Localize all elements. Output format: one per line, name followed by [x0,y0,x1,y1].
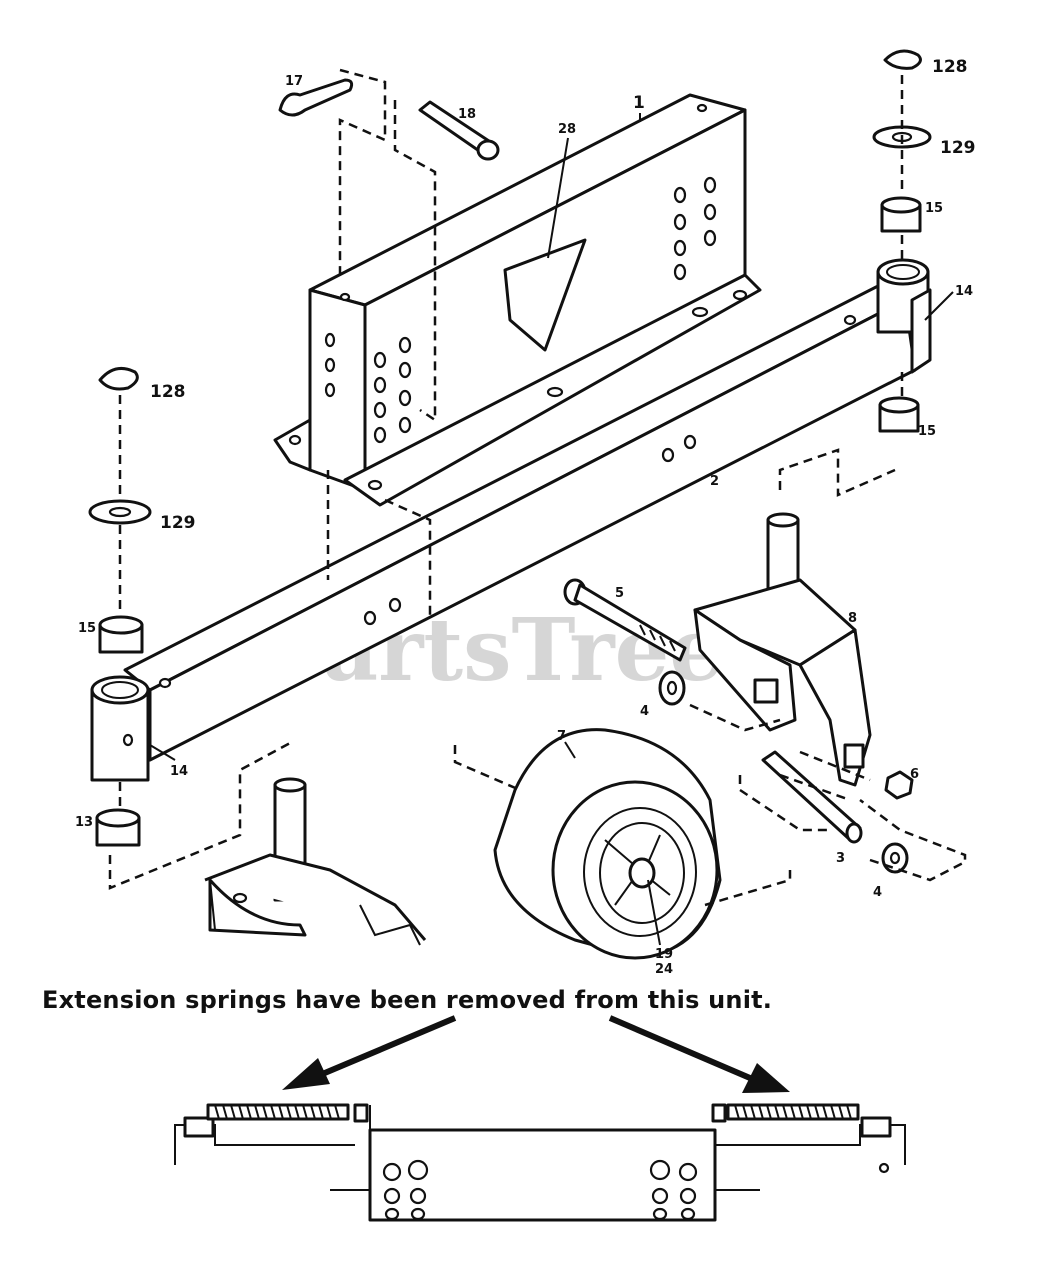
callout-15-left: 15 [78,621,96,636]
right-hardware-stack [872,49,932,433]
callout-4-lower: 4 [873,885,882,900]
bracket-holes [288,103,748,491]
callout-3: 3 [836,851,845,866]
callout-19: 19 [655,947,673,962]
hitch-pin [278,68,500,423]
left-caster-partial [204,777,427,946]
left-pivot-tube [90,675,150,782]
callout-8: 8 [848,611,857,626]
callout-15-right-top: 15 [925,201,943,216]
caster-fork [693,512,872,787]
callout-18: 18 [458,107,476,122]
callout-6: 6 [910,767,919,782]
callout-24: 24 [655,962,673,977]
callout-5: 5 [615,586,624,601]
caster-wheel [453,728,967,960]
caster-bolt [563,578,914,874]
callout-4-upper: 4 [640,704,649,719]
callout-129-left: 129 [160,513,196,533]
callout-15-right-bottom: 15 [918,424,936,439]
callout-14-right: 14 [955,284,973,299]
callout-14-left: 14 [170,764,188,779]
callout-129-right: 129 [940,138,976,158]
assembly-guides [326,448,896,615]
callout-28: 28 [558,122,576,137]
note-arrows [282,1015,790,1093]
right-pivot-tube [876,258,932,374]
callout-2: 2 [710,474,719,489]
frame-bracket [273,93,762,507]
left-hardware-stack [88,366,293,890]
bracket-cutout [503,238,587,352]
callout-1: 1 [633,93,645,113]
callout-labels: 1 28 17 18 128 129 15 14 15 128 129 15 1… [75,57,976,977]
spacer-tube [738,750,863,844]
callout-128-right: 128 [932,57,968,77]
spring-detail [174,1103,906,1222]
callout-17: 17 [285,74,303,89]
spring-removal-note: Extension springs have been removed from… [42,986,772,1014]
callout-13: 13 [75,815,93,830]
callout-128-left: 128 [150,382,186,402]
callout-7: 7 [557,729,566,744]
